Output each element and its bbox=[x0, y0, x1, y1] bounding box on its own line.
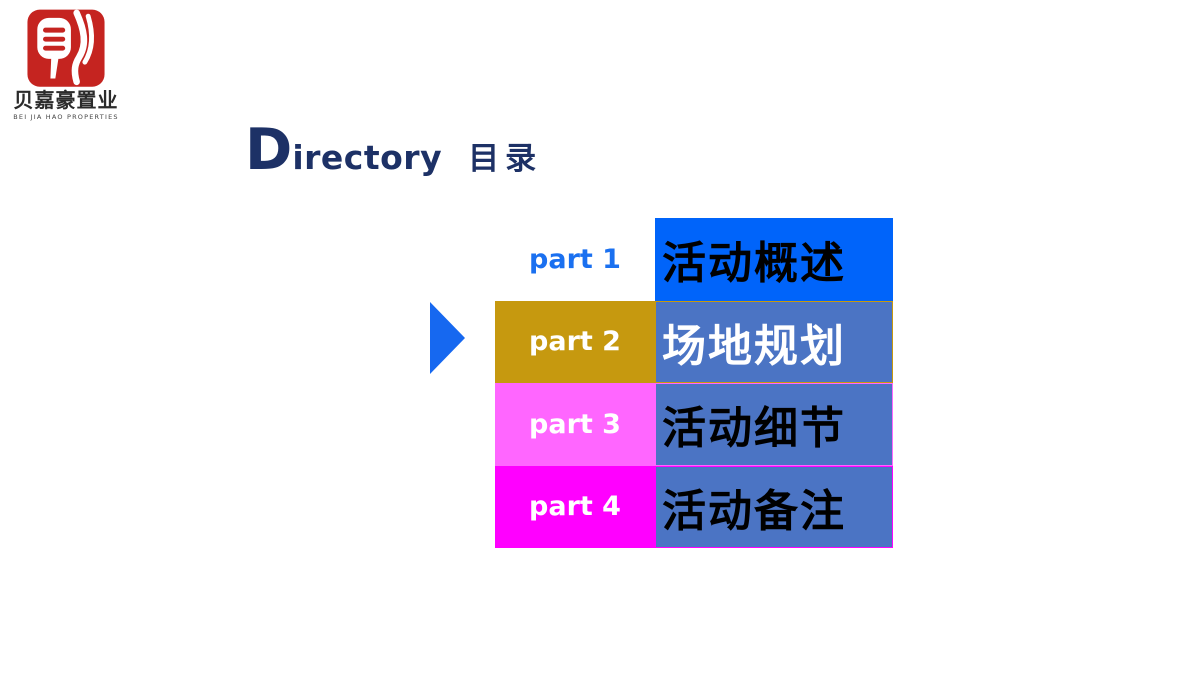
page-title: D irectory 目录 bbox=[245, 122, 542, 179]
toc-section-title-2[interactable]: 场地规划 bbox=[655, 300, 893, 383]
toc-table: part 1 活动概述 part 2 场地规划 part 3 活动细节 part… bbox=[495, 218, 893, 548]
title-cn: 目录 bbox=[468, 141, 543, 177]
title-initial: D bbox=[245, 117, 293, 183]
toc-part-label-3[interactable]: part 3 bbox=[495, 383, 655, 466]
toc-section-title-4[interactable]: 活动备注 bbox=[655, 465, 893, 548]
company-name-cn: 贝嘉豪置业 bbox=[13, 90, 119, 112]
title-rest: irectory bbox=[292, 138, 443, 177]
toc-part-label-2[interactable]: part 2 bbox=[495, 300, 655, 383]
toc-part-label-1[interactable]: part 1 bbox=[529, 243, 621, 275]
current-section-arrow-icon bbox=[430, 302, 465, 374]
toc-part-label-4[interactable]: part 4 bbox=[495, 465, 655, 548]
company-logo: 贝嘉豪置业 BEI JIA HAO PROPERTIES bbox=[6, 8, 126, 121]
toc-section-title-3[interactable]: 活动细节 bbox=[655, 383, 893, 466]
company-name-en: BEI JIA HAO PROPERTIES bbox=[13, 113, 119, 121]
toc-section-title-1[interactable]: 活动概述 bbox=[655, 218, 893, 301]
company-seal-icon bbox=[27, 9, 105, 87]
